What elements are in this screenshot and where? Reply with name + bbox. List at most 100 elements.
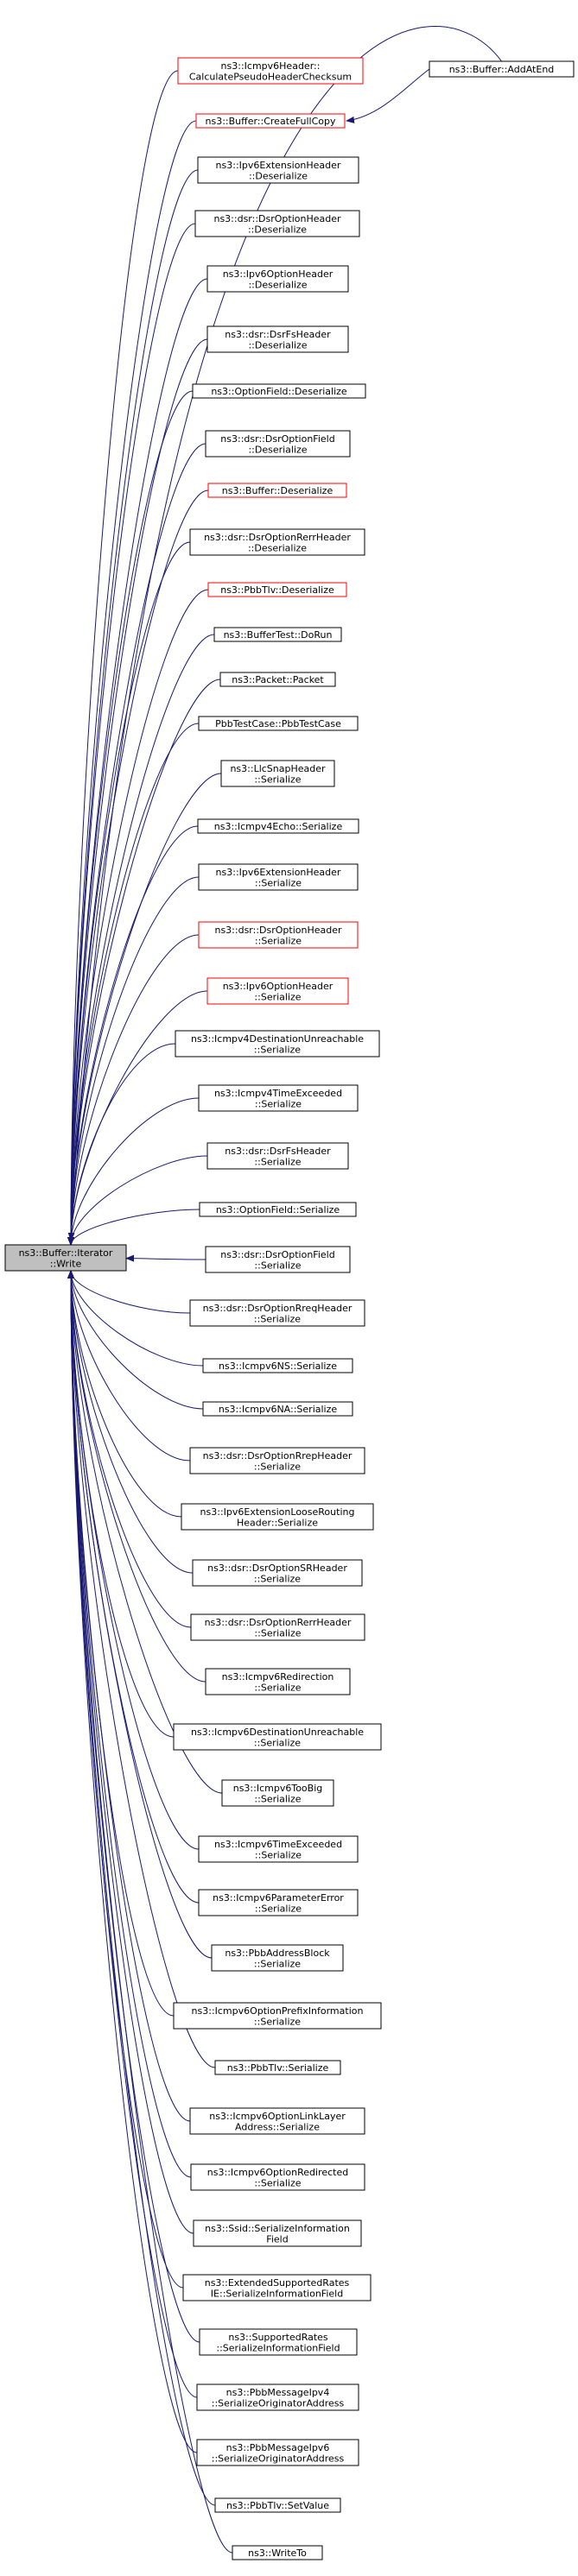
node-label: ns3::ExtendedSupportedRates xyxy=(205,2277,350,2289)
node-dsr-option-rreq-serialize[interactable]: ns3::dsr::DsrOptionRreqHeader::Serialize xyxy=(189,1299,365,1327)
edge-icmpv6-na-serialize-to-root xyxy=(67,1270,204,1410)
node-label: ns3::dsr::DsrOptionSRHeader xyxy=(207,1563,347,1574)
node-create-full-copy[interactable]: ns3::Buffer::CreateFullCopy xyxy=(195,113,346,129)
node-box xyxy=(202,1401,353,1417)
node-pbb-message-ipv6-serialize-orig[interactable]: ns3::PbbMessageIpv6::SerializeOriginator… xyxy=(196,2439,359,2466)
edge-create-full-copy-to-root xyxy=(67,120,197,1246)
edge-dsr-option-hdr-deserialize-to-root xyxy=(67,223,196,1246)
node-label: ::Serialize xyxy=(254,1313,301,1324)
node-pbb-message-ipv4-serialize-orig[interactable]: ns3::PbbMessageIpv4::SerializeOriginator… xyxy=(196,2383,359,2411)
node-icmpv6-time-exceeded-serialize[interactable]: ns3::Icmpv6TimeExceeded::Serialize xyxy=(198,1835,359,1863)
node-label: ns3::PbbAddressBlock xyxy=(225,1948,330,1959)
node-packet-packet[interactable]: ns3::Packet::Packet xyxy=(219,672,336,687)
node-label: ns3::dsr::DsrOptionHeader xyxy=(213,213,341,224)
edge-dsr-option-sr-serialize-to-root xyxy=(67,1270,194,1574)
node-label: ns3::Icmpv4TimeExceeded xyxy=(214,1088,342,1099)
node-dsr-option-field-deserialize[interactable]: ns3::dsr::DsrOptionField::Deserialize xyxy=(205,430,351,458)
node-pbb-tlv-serialize[interactable]: ns3::PbbTlv::Serialize xyxy=(214,2060,341,2075)
node-box xyxy=(196,2439,359,2466)
node-icmpv6-redirection-serialize[interactable]: ns3::Icmpv6Redirection::Serialize xyxy=(205,1668,351,1695)
node-ipv6-ext-loose-routing-serialize[interactable]: ns3::Ipv6ExtensionLooseRoutingHeader::Se… xyxy=(181,1503,374,1531)
node-box xyxy=(189,1299,365,1327)
node-ipv6-ext-hdr-deserialize[interactable]: ns3::Ipv6ExtensionHeader::Deserialize xyxy=(197,156,359,184)
edge-pbb-message-ipv4-serialize-orig-to-root xyxy=(67,1270,198,2398)
node-label: ns3::PbbMessageIpv4 xyxy=(226,2387,330,2398)
node-icmpv6-too-big-serialize[interactable]: ns3::Icmpv6TooBig::Serialize xyxy=(221,1779,334,1807)
node-ipv6-ext-hdr-serialize[interactable]: ns3::Ipv6ExtensionHeader::Serialize xyxy=(198,863,359,891)
node-option-field-deserialize[interactable]: ns3::OptionField::Deserialize xyxy=(192,383,366,399)
node-label: ns3::BufferTest::DoRun xyxy=(224,629,333,641)
node-icmpv6-param-error-serialize[interactable]: ns3::Icmpv6ParameterError::Serialize xyxy=(198,1889,359,1916)
node-dsr-option-sr-serialize[interactable]: ns3::dsr::DsrOptionSRHeader::Serialize xyxy=(192,1559,363,1587)
node-box xyxy=(175,1030,380,1058)
node-label: ns3::Packet::Packet xyxy=(232,674,324,685)
edge-write-to-to-root xyxy=(67,1270,233,2554)
node-label: ns3::LlcSnapHeader xyxy=(230,763,326,774)
node-icmpv6-option-redirected-serialize[interactable]: ns3::Icmpv6OptionRedirected::Serialize xyxy=(190,2163,365,2191)
node-ssid-serialize-info[interactable]: ns3::Ssid::SerializeInformationField xyxy=(193,2219,362,2247)
node-dsr-option-hdr-deserialize[interactable]: ns3::dsr::DsrOptionHeader::Deserialize xyxy=(194,210,360,237)
node-label: ns3::dsr::DsrOptionRerrHeader xyxy=(204,532,351,543)
node-root[interactable]: ns3::Buffer::Iterator::Write xyxy=(4,1244,127,1272)
node-label: ns3::dsr::DsrOptionField xyxy=(220,1249,334,1260)
node-icmpv6-ns-serialize[interactable]: ns3::Icmpv6NS::Serialize xyxy=(202,1358,353,1373)
node-calc-pseudo-header[interactable]: ns3::Icmpv6Header::CalculatePseudoHeader… xyxy=(177,57,364,85)
node-pbb-tlv-set-value[interactable]: ns3::PbbTlv::SetValue xyxy=(214,2497,341,2513)
node-ext-supported-rates-serialize-info[interactable]: ns3::ExtendedSupportedRatesIE::Serialize… xyxy=(182,2274,372,2301)
node-box xyxy=(190,1613,365,1641)
edge-pbb-address-block-serialize-to-root xyxy=(67,1270,213,1959)
edge-dsr-option-rerr-deserialize-to-root xyxy=(67,541,191,1246)
node-label: ns3::Ipv6OptionHeader xyxy=(223,981,333,992)
node-ipv6-option-hdr-serialize[interactable]: ns3::Ipv6OptionHeader::Serialize xyxy=(206,977,349,1005)
node-label: ::Deserialize xyxy=(248,224,307,235)
node-buffer-deserialize[interactable]: ns3::Buffer::Deserialize xyxy=(207,483,347,498)
node-pbb-address-block-serialize[interactable]: ns3::PbbAddressBlock::Serialize xyxy=(211,1944,344,1972)
node-buffer-test-dorun[interactable]: ns3::BufferTest::DoRun xyxy=(213,627,342,642)
node-icmpv4-time-exceeded-serialize[interactable]: ns3::Icmpv4TimeExceeded::Serialize xyxy=(198,1084,359,1112)
node-label: ns3::Icmpv6DestinationUnreachable xyxy=(191,1727,364,1738)
node-dsr-option-field-serialize[interactable]: ns3::dsr::DsrOptionField::Serialize xyxy=(205,1246,351,1273)
node-box xyxy=(206,977,349,1005)
edge-icmpv6-option-link-layer-serialize-to-root xyxy=(67,1270,191,2122)
node-dsr-fs-hdr-deserialize[interactable]: ns3::dsr::DsrFsHeader::Deserialize xyxy=(206,325,349,353)
node-label: ::Serialize xyxy=(254,1044,301,1055)
node-dsr-option-rrep-serialize[interactable]: ns3::dsr::DsrOptionRrepHeader::Serialize xyxy=(189,1447,365,1474)
node-icmpv6-na-serialize[interactable]: ns3::Icmpv6NA::Serialize xyxy=(202,1401,353,1417)
node-label: ns3::Icmpv6TimeExceeded xyxy=(214,1839,342,1850)
node-dsr-option-hdr-serialize[interactable]: ns3::dsr::DsrOptionHeader::Serialize xyxy=(198,921,359,949)
node-dsr-fs-hdr-serialize[interactable]: ns3::dsr::DsrFsHeader::Serialize xyxy=(206,1142,349,1170)
node-write-to[interactable]: ns3::WriteTo xyxy=(232,2545,323,2560)
node-box xyxy=(214,2060,341,2075)
node-ipv6-option-hdr-deserialize[interactable]: ns3::Ipv6OptionHeader::Deserialize xyxy=(206,265,349,293)
node-box xyxy=(195,113,346,129)
node-option-field-serialize[interactable]: ns3::OptionField::Serialize xyxy=(199,1202,357,1217)
node-label: ns3::Icmpv6ParameterError xyxy=(213,1892,344,1904)
node-icmpv4-dest-unreach-serialize[interactable]: ns3::Icmpv4DestinationUnreachable::Seria… xyxy=(175,1030,380,1058)
node-icmpv6-option-link-layer-serialize[interactable]: ns3::Icmpv6OptionLinkLayerAddress::Seria… xyxy=(189,2107,365,2135)
node-supported-rates-serialize-info[interactable]: ns3::SupportedRates::SerializeInformatio… xyxy=(199,2328,358,2356)
node-icmpv4-echo-serialize[interactable]: ns3::Icmpv4Echo::Serialize xyxy=(197,818,359,834)
node-label: ns3::Icmpv6OptionRedirected xyxy=(207,2167,348,2178)
node-box xyxy=(193,2219,362,2247)
node-label: ::Deserialize xyxy=(249,170,308,181)
node-box xyxy=(211,1944,344,1972)
node-pbb-tlv-deserialize[interactable]: ns3::PbbTlv::Deserialize xyxy=(207,582,347,597)
node-add-at-end[interactable]: ns3::Buffer::AddAtEnd xyxy=(429,60,575,78)
node-label: CalculatePseudoHeaderChecksum xyxy=(189,71,352,82)
node-box xyxy=(190,2163,365,2191)
node-label: ::Serialize xyxy=(254,1156,301,1167)
node-icmpv6-option-prefix-serialize[interactable]: ns3::Icmpv6OptionPrefixInformation::Seri… xyxy=(173,2002,382,2030)
node-box xyxy=(198,1835,359,1863)
node-label: ns3::Icmpv6OptionLinkLayer xyxy=(209,2111,346,2122)
node-pbb-test-case[interactable]: PbbTestCase::PbbTestCase xyxy=(198,716,359,731)
node-box xyxy=(202,1358,353,1373)
edge-icmpv4-time-exceeded-serialize-to-root xyxy=(67,1097,200,1246)
node-dsr-option-rerr-serialize[interactable]: ns3::dsr::DsrOptionRerrHeader::Serialize xyxy=(190,1613,365,1641)
node-label: ::Serialize xyxy=(254,1260,301,1271)
node-label: Address::Serialize xyxy=(235,2121,320,2132)
node-box xyxy=(198,1889,359,1916)
node-dsr-option-rerr-deserialize[interactable]: ns3::dsr::DsrOptionRerrHeader::Deseriali… xyxy=(189,528,365,556)
node-llc-snap-serialize[interactable]: ns3::LlcSnapHeader::Serialize xyxy=(220,760,335,787)
node-icmpv6-dest-unreach-serialize[interactable]: ns3::Icmpv6DestinationUnreachable::Seria… xyxy=(173,1723,382,1751)
node-label: ns3::Ipv6ExtensionHeader xyxy=(216,867,341,878)
